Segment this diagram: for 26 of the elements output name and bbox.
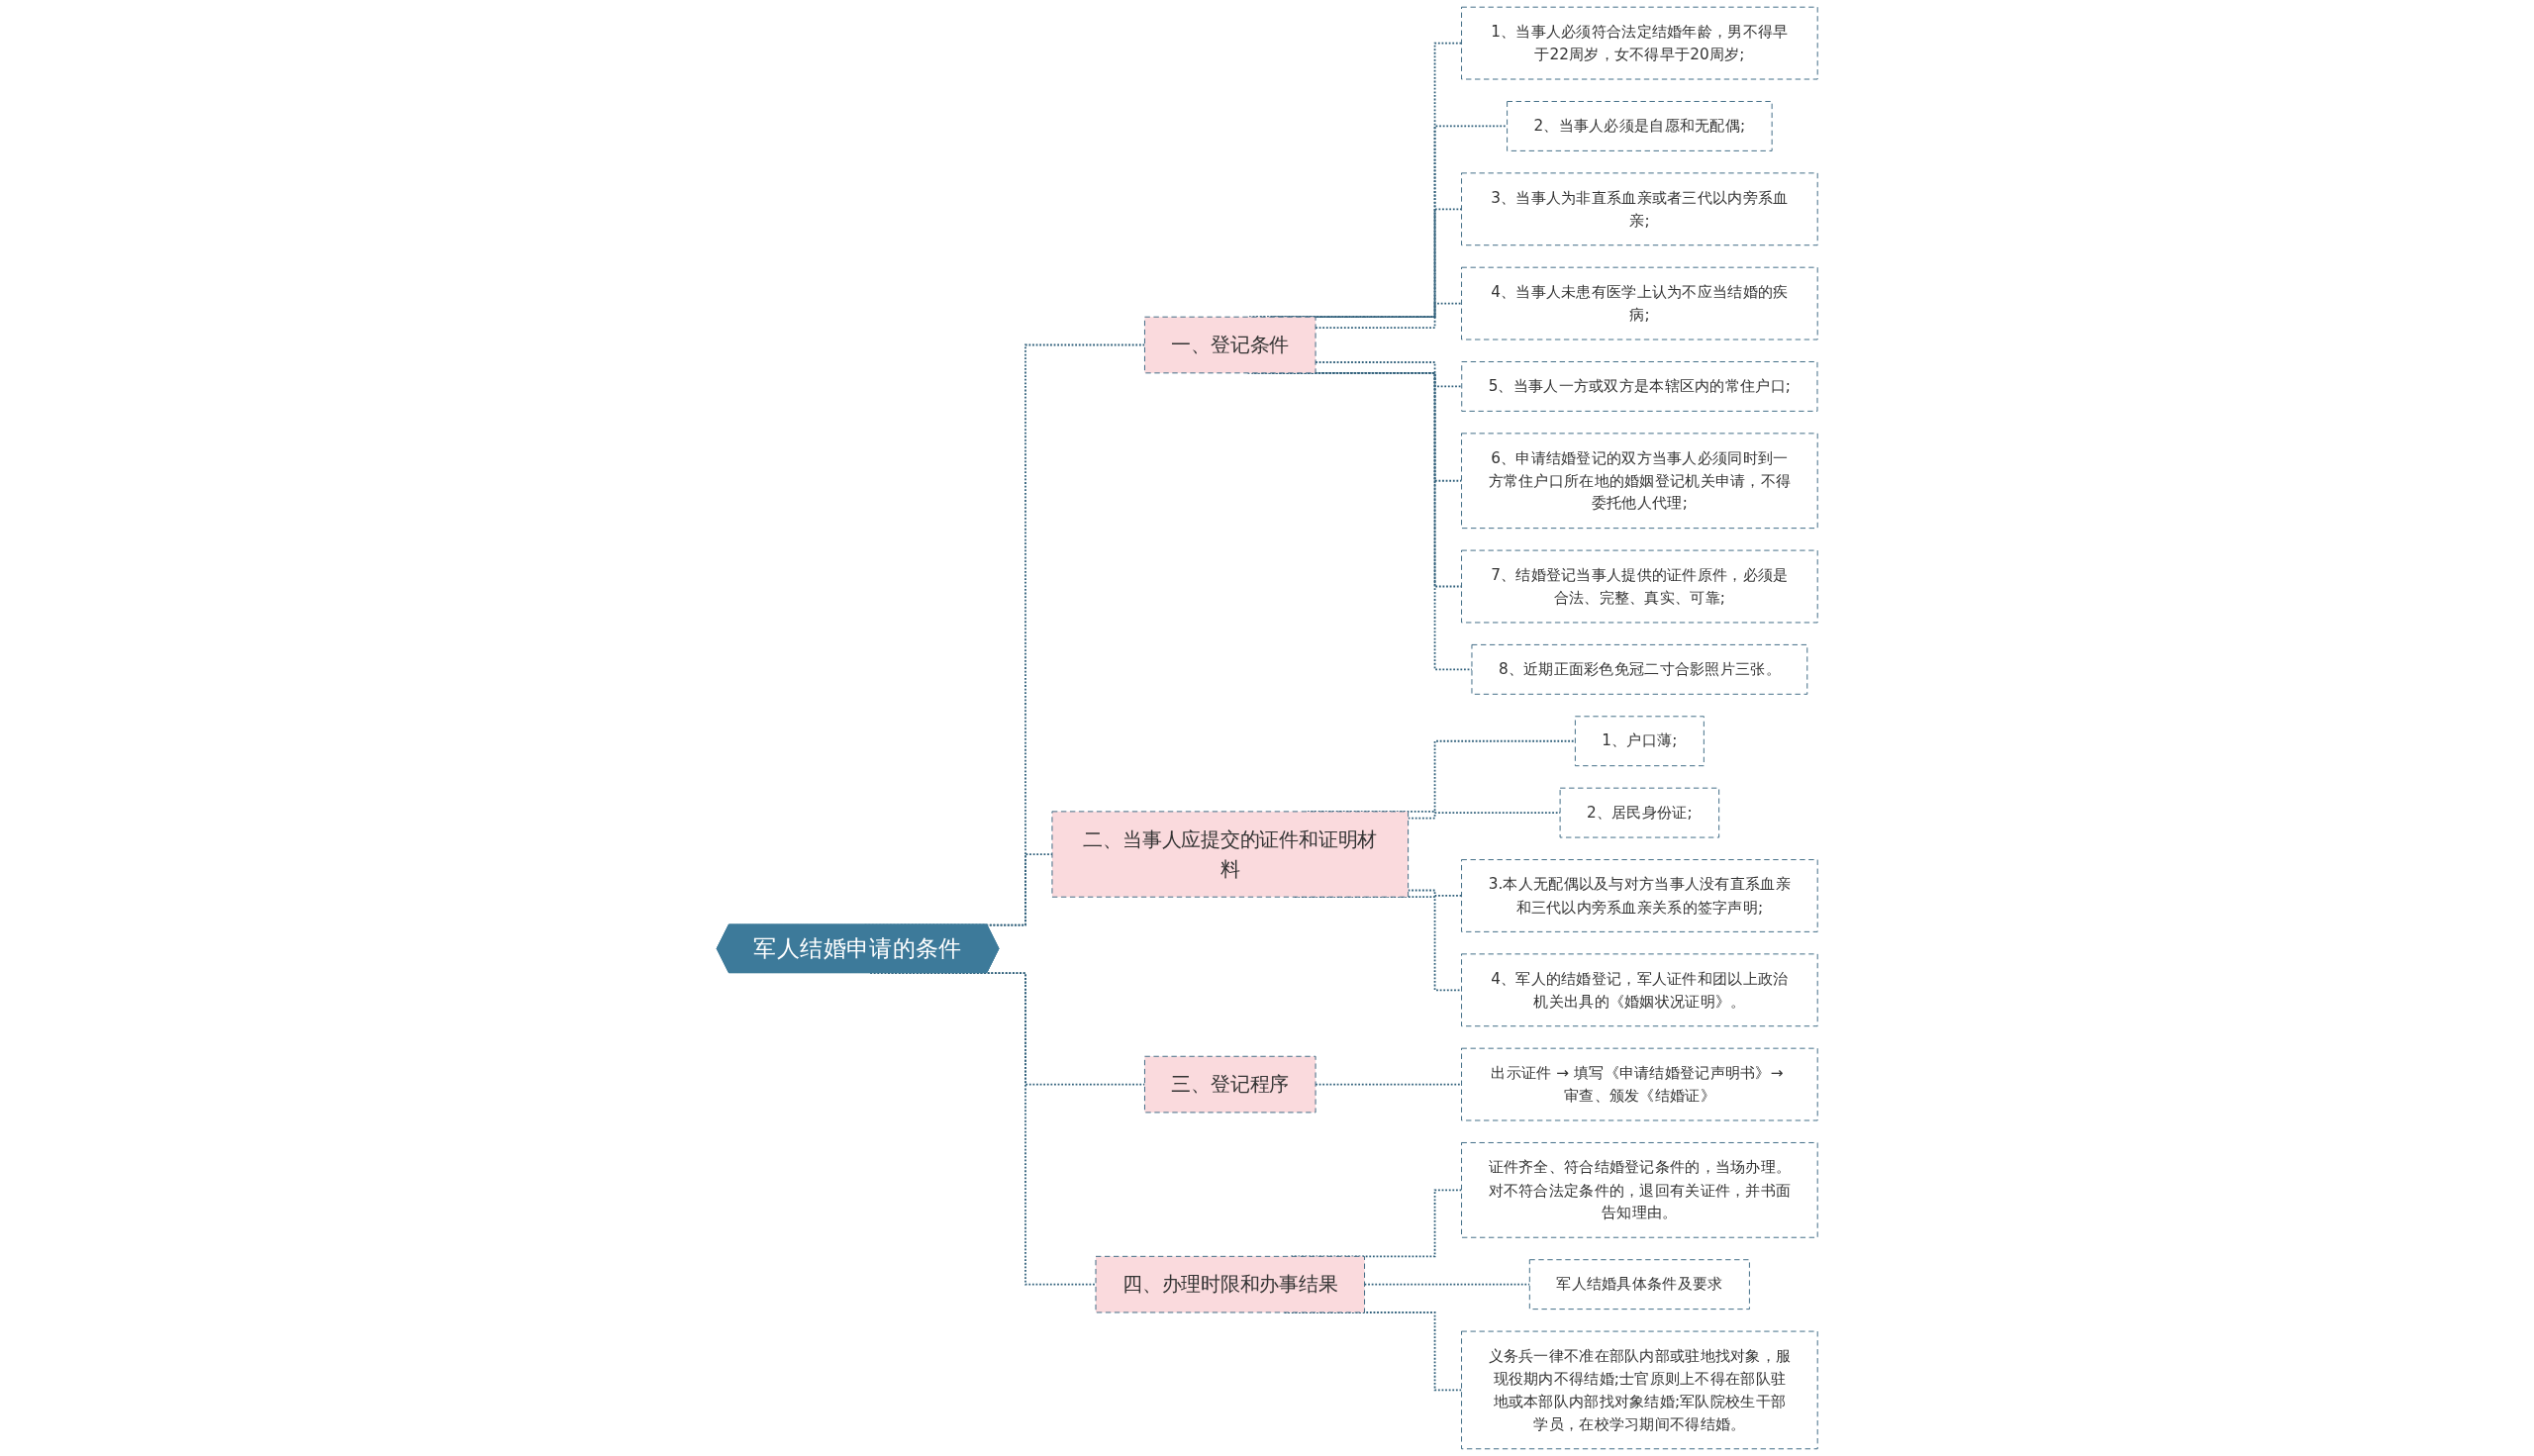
node-box: 8、近期正面彩色免冠二寸合影照片三张。 (1471, 643, 1807, 695)
node-box: 2、当事人必须是自愿和无配偶; (1506, 101, 1773, 151)
connector (1315, 361, 1463, 388)
node-box: 5、当事人一方或双方是本辖区内的常住户口; (1461, 361, 1818, 412)
node-box: 一、登记条件 (1143, 316, 1316, 374)
connector (1407, 812, 1561, 820)
node-box: 义务兵一律不准在部队内部或驻地找对象，服现役期内不得结婚;士官原则上不得在部队驻地或本部队内部找对象结婚;军队院校生干部学员，在校学习期间不得结婚。 (1460, 1330, 1818, 1450)
node-box: 6、申请结婚登记的双方当事人必须同时到一方常住户口所在地的婚姻登记机关申请，不得委托他人代理; (1460, 433, 1818, 530)
node-box: 三、登记程序 (1143, 1055, 1316, 1114)
connector (1363, 1283, 1530, 1286)
connector (1407, 889, 1463, 897)
node-box: 4、军人的结婚登记，军人证件和团以上政治机关出具的《婚姻状况证明》。 (1460, 953, 1818, 1027)
node-box: 4、当事人未患有医学上认为不应当结婚的疾病; (1460, 266, 1818, 340)
node-box: 3.本人无配偶以及与对方当事人没有直系血亲和三代以内旁系血亲关系的签字声明; (1460, 859, 1818, 932)
connector (1315, 302, 1463, 329)
node-box: 军人结婚具体条件及要求 (1528, 1259, 1750, 1310)
node-box: 证件齐全、符合结婚登记条件的，当场办理。对不符合法定条件的，退回有关证件，并书面告知理由。 (1460, 1142, 1818, 1238)
node-box: 3、当事人为非直系血亲或者三代以内旁系血亲; (1460, 172, 1818, 246)
node-box: 二、当事人应提交的证件和证明材料 (1051, 811, 1409, 898)
node-box: 7、结婚登记当事人提供的证件原件，必须是合法、完整、真实、可靠; (1460, 549, 1818, 624)
node-box: 出示证件 → 填写《申请结婚登记声明书》→ 审查、颁发《结婚证》 (1460, 1047, 1818, 1121)
node-box: 2、居民身份证; (1559, 787, 1719, 838)
connector (1315, 1083, 1463, 1086)
node-box: 1、户口薄; (1574, 716, 1705, 767)
node-box: 1、当事人必须符合法定结婚年龄，男不得早于22周岁，女不得早于20周岁; (1460, 6, 1818, 80)
node-box: 四、办理时限和办事结果 (1095, 1255, 1365, 1313)
